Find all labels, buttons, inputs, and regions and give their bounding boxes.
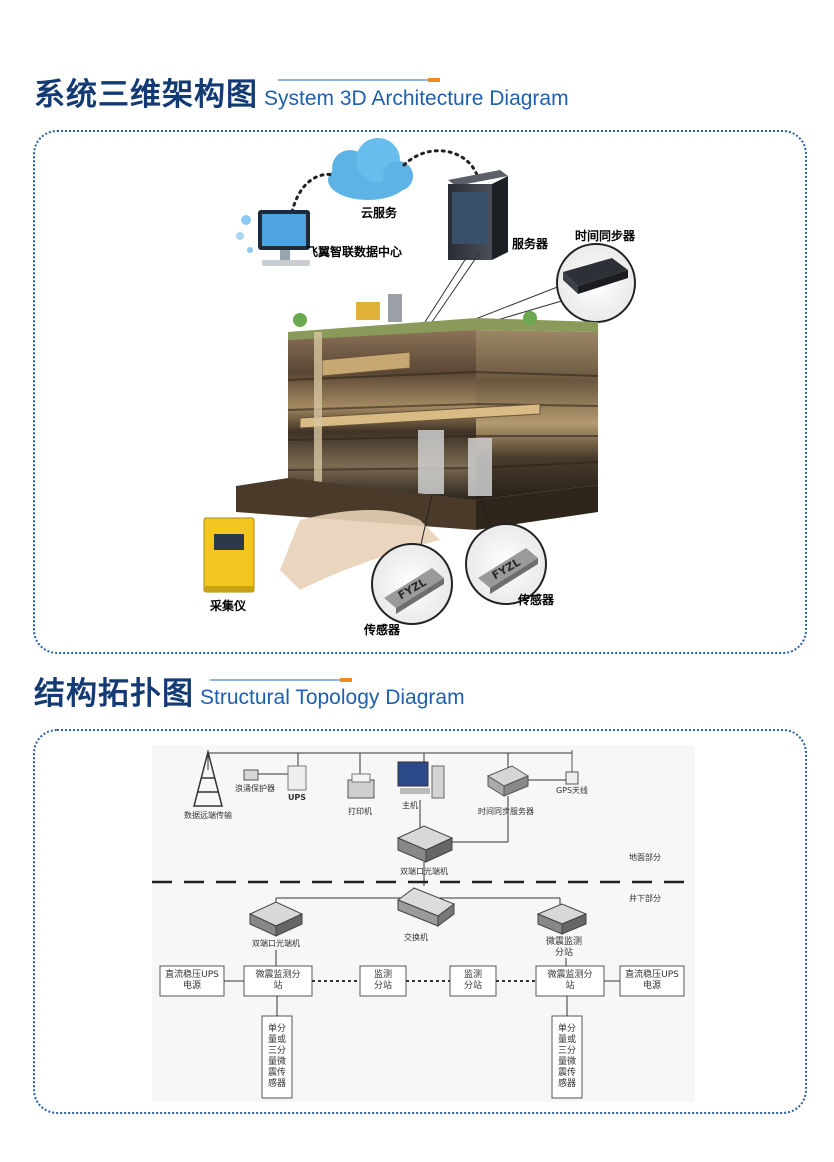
label-sub-right: 微震监测分站 [547,970,593,991]
section1-rule [278,78,440,82]
label-mid1: 监测分站 [373,970,392,991]
label-tower: 数据远端传输 [184,810,232,820]
label-underground: 井下部分 [629,893,661,903]
sensor-right-box [551,1015,583,1099]
cloud-icon [328,138,413,200]
label-switch: 交换机 [404,932,428,942]
label-sensor-left: 单分量或三分量微震传感器 [267,1024,286,1089]
label-sensor-right: 传感器 [517,592,555,607]
optical-terminal-left-icon [248,901,304,937]
host-computer-icon [397,761,445,799]
time-sync-server-icon [486,765,530,797]
label-optic-top: 双端口光端机 [400,866,448,876]
label-sub-left: 微震监测分站 [255,970,301,991]
label-substation-icon: 微震监测分站 [545,937,582,958]
section2-title: 结构拓扑图 Structural Topology Diagram [34,679,465,710]
section1-panel [33,130,807,654]
label-cloud: 云服务 [361,205,398,220]
ups-icon [287,765,307,791]
section1-title-en: System 3D Architecture Diagram [264,87,569,110]
label-optic-left: 双端口光端机 [252,938,300,948]
label-ups: UPS [288,793,306,802]
surge-protector-icon [243,769,259,781]
label-gps: GPS天线 [556,785,588,795]
sensor-left-closeup: FYZL [371,543,453,625]
surface-rig [293,294,537,327]
monitor-substation-2-box [449,965,497,997]
section2-title-cn: 结构拓扑图 [34,676,194,712]
label-time-sync: 时间同步器 [575,228,636,243]
section1-title-cn: 系统三维架构图 [34,77,258,113]
gps-antenna-icon [565,750,579,785]
sensor-right-closeup: FYZL [465,523,547,605]
label-sensor-left: 传感器 [363,622,401,637]
monitor-substation-1-box [359,965,407,997]
computer-icon [236,210,310,266]
substation-left-box [243,965,313,997]
label-time-server: 时间同步服务器 [478,806,534,816]
label-datacenter: 飞翼智联数据中心 [306,244,402,259]
dc-ups-left-box [159,965,225,997]
label-printer: 打印机 [348,806,372,816]
section1-title: 系统三维架构图 System 3D Architecture Diagram [34,80,569,111]
server-icon [448,170,508,260]
label-surge: 浪涌保护器 [235,783,275,793]
label-dc-right: 直流稳压UPS电源 [625,970,679,991]
section2-rule [210,678,352,682]
architecture-illustration: FYZL FYZL 云服务 飞翼智联数据中心 服务器 时间同步器 采集仪 传感器… [203,138,636,637]
tower-icon [193,749,223,807]
collector-device [203,517,255,593]
substation-device-icon [536,903,588,935]
time-sync-device [556,243,636,323]
label-host: 主机 [402,800,418,810]
section2-title-en: Structural Topology Diagram [200,686,465,709]
label-sensor-right: 单分量或三分量微震传感器 [557,1024,576,1089]
substation-right-box [535,965,605,997]
label-dc-left: 直流稳压UPS电源 [165,970,219,991]
switch-icon [396,887,456,927]
label-server: 服务器 [512,236,549,251]
section2-panel [33,729,807,1114]
label-collector: 采集仪 [209,598,247,613]
label-mid2: 监测分站 [463,970,482,991]
printer-icon [347,773,375,799]
optical-terminal-top-icon [396,825,454,863]
label-ground: 地面部分 [629,852,661,862]
